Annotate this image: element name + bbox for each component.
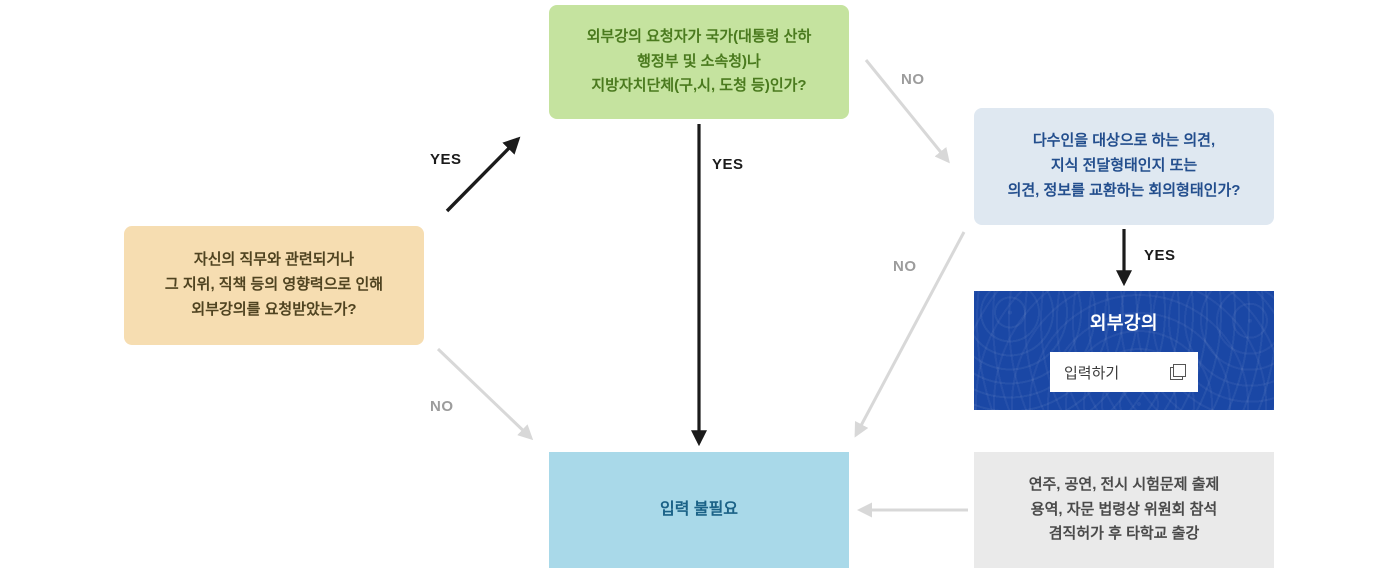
- label-yes-duty-to-requester: YES: [430, 151, 462, 168]
- node-external-lecture: 외부강의 입력하기: [974, 291, 1274, 410]
- node-requester-question: 외부강의 요청자가 국가(대통령 산하 행정부 및 소속청)나 지방자치단체(구…: [549, 5, 849, 119]
- arrow-no-duty-to-noinput: [436, 347, 534, 441]
- duty-line: 그 지위, 직책 등의 영향력으로 인해: [164, 276, 384, 294]
- label-no-format-to-noinput: NO: [893, 258, 917, 275]
- format-line: 지식 전달형태인지 또는: [1050, 157, 1198, 175]
- node-format-question: 다수인을 대상으로 하는 의견, 지식 전달형태인지 또는 의견, 정보를 교환…: [974, 108, 1274, 225]
- format-line: 다수인을 대상으로 하는 의견,: [1032, 132, 1216, 150]
- label-no-requester-to-format: NO: [901, 71, 925, 88]
- external-lecture-title: 외부강의: [1089, 312, 1159, 333]
- label-yes-format-to-lecture: YES: [1144, 247, 1176, 264]
- node-duty-question: 자신의 직무와 관련되거나 그 지위, 직책 등의 영향력으로 인해 외부강의를…: [124, 226, 424, 345]
- exceptions-line: 용역, 자문 법령상 위원회 참석: [1030, 500, 1218, 518]
- label-yes-requester-to-noinput: YES: [712, 156, 744, 173]
- open-new-window-icon: [1170, 364, 1186, 381]
- exceptions-line: 연주, 공연, 전시 시험문제 출제: [1028, 475, 1220, 493]
- enter-lecture-button-label: 입력하기: [1064, 364, 1120, 382]
- exceptions-line: 겸직허가 후 타학교 출강: [1048, 525, 1200, 543]
- requester-line: 외부강의 요청자가 국가(대통령 산하: [586, 27, 812, 45]
- node-exceptions: 연주, 공연, 전시 시험문제 출제 용역, 자문 법령상 위원회 참석 겸직허…: [974, 452, 1274, 568]
- duty-line: 외부강의를 요청받았는가?: [191, 300, 357, 318]
- no-input-label: 입력 불필요: [659, 500, 739, 518]
- duty-line: 자신의 직무와 관련되거나: [193, 251, 355, 269]
- format-line: 의견, 정보를 교환하는 회의형태인가?: [1007, 181, 1241, 199]
- requester-line: 지방자치단체(구,시, 도청 등)인가?: [591, 77, 807, 95]
- node-no-input-required: 입력 불필요: [549, 452, 849, 568]
- label-no-duty-to-noinput: NO: [430, 398, 454, 415]
- enter-lecture-button[interactable]: 입력하기: [1050, 352, 1198, 393]
- arrow-yes-duty-to-requester: [445, 136, 521, 213]
- requester-line: 행정부 및 소속청)나: [637, 52, 761, 70]
